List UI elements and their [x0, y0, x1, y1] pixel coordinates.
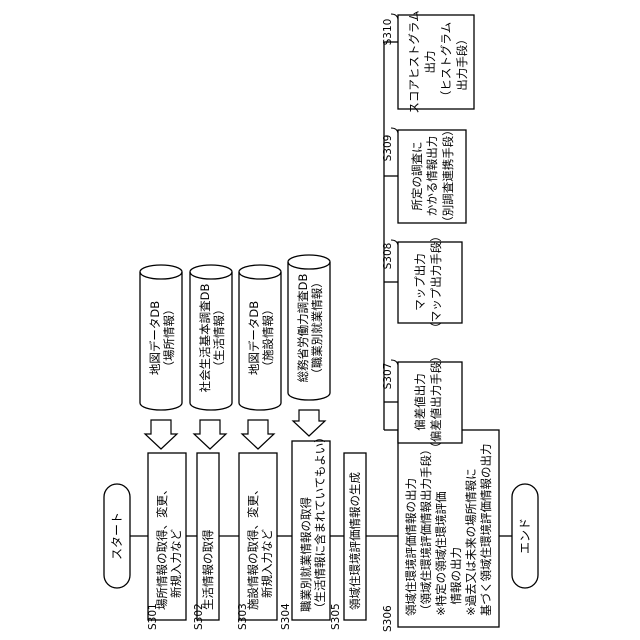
database-social-life-survey-line-1: 社会生活基本調査DB: [198, 284, 212, 393]
database-map-location-line-1: 地図データDB: [148, 301, 162, 375]
start-terminal-label: スタート: [110, 512, 124, 560]
output-s307-line-1: 偏差値出力: [413, 373, 427, 431]
arrow-db3-s303: [242, 420, 274, 449]
step-s304-line-1: 職業別就業情報の取得: [299, 497, 313, 612]
step-s303-line-1: 施設情報の取得、変更、: [246, 484, 260, 611]
step-s304-line-2: （生活情報に含まれていてもよい）: [313, 431, 327, 614]
database-labour-force-survey: 総務省労働力調査DB （職業別就業情報）: [288, 255, 330, 400]
output-s310-line-2: 出力: [423, 51, 437, 74]
database-map-facility-line-1: 地図データDB: [247, 301, 261, 375]
database-labour-force-survey-line-1: 総務省労働力調査DB: [296, 274, 310, 383]
output-s309-line-3: （別調査連携手段）: [441, 124, 455, 228]
output-s309-label: S309: [382, 135, 394, 162]
step-s306-line-3: ※特定の領域住環境評価: [434, 491, 448, 616]
step-s303: 施設情報の取得、変更、 新規入力など S303: [237, 453, 277, 630]
output-s310: スコアヒストグラム 出力 （ヒストグラム 出力手段） S310: [382, 10, 474, 113]
database-labour-force-survey-line-2: （職業別就業情報）: [310, 276, 324, 380]
output-s309-line-1: 所定の調査に: [410, 142, 424, 211]
output-s310-line-1: スコアヒストグラム: [407, 10, 421, 113]
step-s302-label: S302: [193, 603, 205, 630]
output-s307-label: S307: [382, 363, 394, 390]
database-map-facility-line-2: （施設情報）: [261, 304, 275, 373]
step-s306: 領域住環境評価情報の出力 （領域住環境評価情報出力手段） ※特定の領域住環境評価…: [382, 430, 499, 632]
output-s307-line-2: （偏差値出力手段）: [429, 350, 443, 454]
step-s306-line-2: （領域住環境評価情報出力手段）: [419, 444, 433, 617]
database-map-location-line-2: （場所情報）: [162, 304, 176, 373]
step-s303-line-2: 新規入力など: [260, 529, 274, 598]
step-s306-line-4: 情報の出力: [449, 547, 463, 616]
database-map-location: 地図データDB （場所情報）: [140, 265, 182, 410]
start-terminal: スタート: [104, 484, 130, 588]
step-s301-line-1: 場所情報の取得、変更、: [155, 484, 169, 611]
arrow-db1-s301: [145, 420, 177, 449]
step-s302: 生活情報の取得 S302: [193, 453, 219, 630]
database-map-facility: 地図データDB （施設情報）: [239, 265, 281, 410]
end-terminal-label: エンド: [518, 518, 532, 554]
output-s308-line-1: マップ出力: [413, 253, 427, 311]
output-s308-label: S308: [382, 243, 394, 270]
end-terminal: エンド: [512, 484, 538, 588]
output-s310-label: S310: [382, 19, 394, 46]
step-s302-line-1: 生活情報の取得: [201, 530, 215, 611]
step-s305-line-1: 領域住環境評価情報の生成: [348, 472, 362, 610]
step-s301-line-2: 新規入力など: [169, 529, 183, 598]
step-s306-line-6: 基づく領域住環境評価情報の出力: [479, 444, 493, 617]
output-s310-line-4: 出力手段）: [455, 33, 469, 91]
arrow-db2-s302: [194, 420, 226, 449]
step-s305: 領域住環境評価情報の生成 S305: [330, 453, 366, 630]
database-social-life-survey-line-2: （生活情報）: [212, 304, 226, 373]
output-s309-line-2: かかる情報出力: [425, 136, 439, 217]
step-s304-label: S304: [280, 603, 292, 630]
step-s304: 職業別就業情報の取得 （生活情報に含まれていてもよい） S304: [280, 431, 330, 630]
step-s301: 場所情報の取得、変更、 新規入力など S301: [147, 453, 186, 630]
output-s308-line-2: （マップ出力手段）: [429, 230, 443, 334]
step-s306-line-1: 領域住環境評価情報の出力: [404, 478, 418, 616]
step-s306-line-5: ※過去又は未来の場所情報に: [464, 468, 478, 616]
database-social-life-survey: 社会生活基本調査DB （生活情報）: [190, 265, 232, 410]
step-s305-label: S305: [330, 603, 342, 630]
step-s306-label: S306: [382, 605, 394, 632]
output-s310-line-3: （ヒストグラム: [439, 22, 453, 102]
step-s301-label: S301: [147, 603, 159, 630]
step-s303-label: S303: [237, 603, 249, 630]
